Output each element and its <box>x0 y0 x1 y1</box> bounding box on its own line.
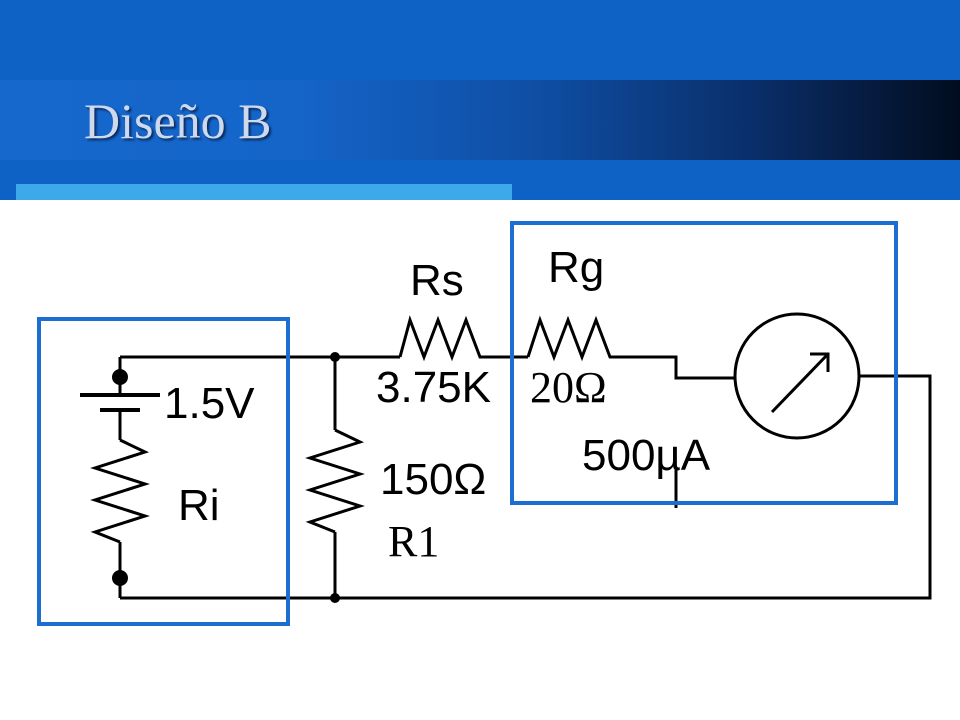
rs-label: Rs <box>410 256 464 305</box>
meter-highlight-box <box>510 221 898 505</box>
ri-resistor <box>90 438 150 544</box>
galvanometer-meter <box>733 312 861 440</box>
rg-resistor <box>526 315 620 362</box>
shunt-value-label: 150Ω <box>380 455 486 504</box>
header-accent-strip <box>16 184 512 200</box>
source-highlight-box <box>37 317 290 626</box>
meter-needle-arrow <box>770 352 830 414</box>
ri-label: Ri <box>178 481 220 530</box>
slide-header: Diseño B <box>0 0 960 200</box>
rs-resistor <box>398 315 486 362</box>
junction-bottom <box>330 593 340 603</box>
meter-current-label: 500µA <box>582 431 711 480</box>
r1-annotation: R1 <box>388 517 439 566</box>
slide-title: Diseño B <box>84 93 272 149</box>
terminal-top <box>112 369 128 385</box>
wire-rg-meter <box>620 355 735 380</box>
rs-value-label: 3.75K <box>376 363 491 412</box>
header-gradient-band <box>0 80 960 160</box>
source-voltage-label: 1.5V <box>164 379 255 428</box>
rg-value-annotation: 20Ω <box>530 363 607 412</box>
shunt-resistor <box>305 428 365 534</box>
terminal-bottom <box>112 570 128 586</box>
rg-label: Rg <box>548 243 604 292</box>
junction-top <box>330 352 340 362</box>
meter-arrowhead <box>810 352 830 372</box>
